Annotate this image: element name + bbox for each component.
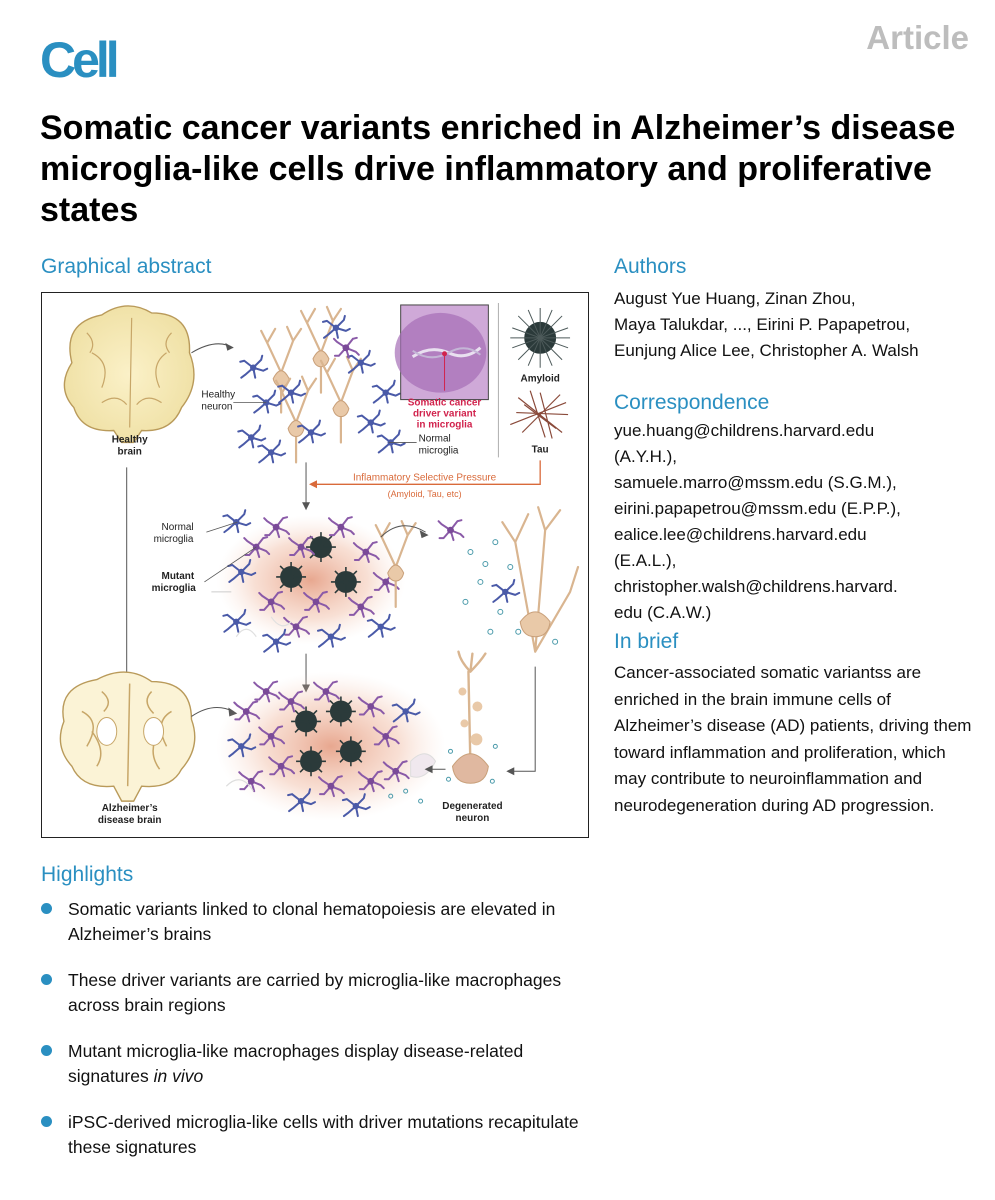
authors-line: August Yue Huang, Zinan Zhou, xyxy=(614,289,856,308)
arrow-neuron-head xyxy=(424,765,433,774)
healthy-tissue-cluster xyxy=(237,305,406,464)
highlight-text: These driver variants are carried by mic… xyxy=(68,970,562,1015)
highlight-item: Somatic variants linked to clonal hemato… xyxy=(41,897,601,947)
label-normal-microglia-b1: Normal xyxy=(162,522,194,533)
label-healthy-brain-1: Healthy xyxy=(112,434,148,445)
arrow-right-down-head xyxy=(506,767,515,776)
tau-illustration xyxy=(510,390,569,439)
authors-line: Eunjung Alice Lee, Christopher A. Walsh xyxy=(614,341,919,360)
in-brief-text: Cancer-associated somatic variantss are … xyxy=(614,663,972,815)
label-degenerated-1: Degenerated xyxy=(442,801,502,812)
bullet-icon xyxy=(41,903,52,914)
correspondence-heading: Correspondence xyxy=(614,391,770,414)
authors-block: August Yue Huang, Zinan Zhou, Maya Taluk… xyxy=(614,286,979,364)
correspondence-line[interactable]: edu (C.A.W.) xyxy=(614,603,712,622)
correspondence-line: (E.A.L.), xyxy=(614,551,677,570)
label-normal-microglia-b2: microglia xyxy=(154,534,194,545)
bullet-icon xyxy=(41,1116,52,1127)
pointer-mutant xyxy=(204,546,257,583)
graphical-abstract-figure: Healthy brain Healthy neuron xyxy=(41,292,589,838)
label-normal-microglia-2: microglia xyxy=(419,445,459,456)
graphical-abstract-heading: Graphical abstract xyxy=(41,255,212,278)
arrow-head xyxy=(225,342,234,351)
label-amyloid: Amyloid xyxy=(521,374,560,385)
label-mutant-2: microglia xyxy=(152,583,197,594)
highlight-text: iPSC-derived microglia-like cells with d… xyxy=(68,1112,579,1157)
label-ad-brain-2: disease brain xyxy=(98,815,162,826)
label-somatic-1: Somatic cancer xyxy=(408,398,482,409)
arrow-to-inflammation xyxy=(380,525,426,538)
label-normal-microglia-1: Normal xyxy=(419,433,451,444)
correspondence-block: yue.huang@childrens.harvard.edu (A.Y.H.)… xyxy=(614,418,979,626)
graphical-abstract-svg: Healthy brain Healthy neuron xyxy=(59,302,580,826)
label-ad-brain-1: Alzheimer’s xyxy=(102,803,158,814)
label-pressure-sub: (Amyloid, Tau, etc) xyxy=(388,489,462,499)
in-brief-heading: In brief xyxy=(614,630,679,653)
healthy-brain-illustration: Healthy brain xyxy=(63,305,195,457)
bullet-icon xyxy=(41,974,52,985)
correspondence-line[interactable]: yue.huang@childrens.harvard.edu xyxy=(614,421,875,440)
dna-inset-panel xyxy=(394,304,489,401)
arrow-to-inflammation-head xyxy=(419,530,429,539)
arrow-down-1-head xyxy=(302,502,311,511)
label-mutant-1: Mutant xyxy=(162,571,195,582)
pressure-arrow-head xyxy=(309,480,317,489)
correspondence-line: (A.Y.H.), xyxy=(614,447,677,466)
highlight-item: iPSC-derived microglia-like cells with d… xyxy=(41,1110,601,1160)
article-title: Somatic cancer variants enriched in Alzh… xyxy=(40,109,956,229)
bullet-icon xyxy=(41,1045,52,1056)
label-somatic-3: in microglia xyxy=(417,420,473,431)
highlight-text: Somatic variants linked to clonal hemato… xyxy=(68,899,556,944)
highlight-item: Mutant microglia-like macrophages displa… xyxy=(41,1039,601,1089)
pressure-arrow xyxy=(313,460,541,485)
arrow-right-down xyxy=(510,666,536,772)
label-degenerated-2: neuron xyxy=(456,813,490,824)
correspondence-line[interactable]: eirini.papapetrou@mssm.edu (E.P.P.), xyxy=(614,499,901,518)
label-healthy-neuron-2: neuron xyxy=(201,402,232,413)
label-pressure: Inflammatory Selective Pressure xyxy=(353,472,497,483)
degenerated-neuron xyxy=(446,650,498,784)
ad-cluster xyxy=(216,671,446,822)
highlights-heading: Highlights xyxy=(41,863,134,886)
highlight-italic: in vivo xyxy=(153,1066,204,1086)
amyloid-illustration xyxy=(510,307,571,368)
authors-line: Maya Talukdar, ..., Eirini P. Papapetrou… xyxy=(614,315,911,334)
pointer-normal-microglia-b xyxy=(206,521,238,533)
inflammation-panel xyxy=(437,506,580,653)
correspondence-line[interactable]: christopher.walsh@childrens.harvard. xyxy=(614,577,898,596)
highlight-item: These driver variants are carried by mic… xyxy=(41,968,601,1018)
label-somatic-2: driver variant xyxy=(413,409,477,420)
label-healthy-neuron-1: Healthy xyxy=(201,390,235,401)
label-tau: Tau xyxy=(532,444,549,455)
highlights-list: Somatic variants linked to clonal hemato… xyxy=(41,897,601,1181)
authors-heading: Authors xyxy=(614,255,687,278)
label-healthy-brain-2: brain xyxy=(118,446,142,457)
correspondence-line[interactable]: ealice.lee@childrens.harvard.edu xyxy=(614,525,867,544)
ad-brain-illustration xyxy=(59,671,196,802)
correspondence-line[interactable]: samuele.marro@mssm.edu (S.G.M.), xyxy=(614,473,897,492)
highlight-text: Mutant microglia-like macrophages displa… xyxy=(68,1041,524,1086)
article-type-label: Article xyxy=(866,19,969,56)
mutant-cluster xyxy=(211,509,417,653)
journal-logo: Cell xyxy=(40,32,120,88)
